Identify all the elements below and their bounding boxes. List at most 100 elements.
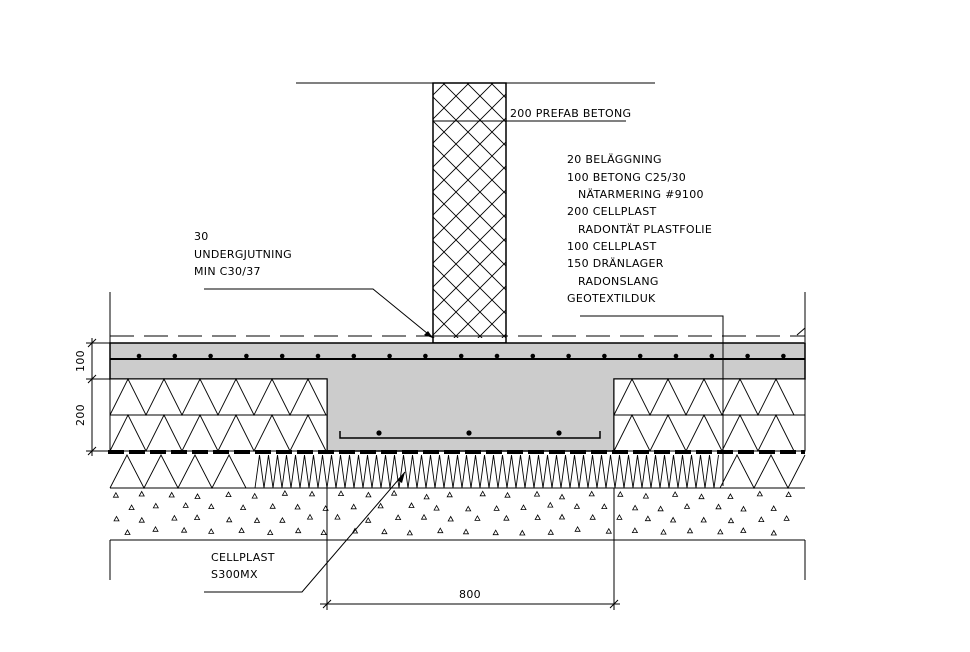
rebar-dot (494, 353, 500, 359)
gravel-mark (171, 514, 178, 521)
gravel-mark (493, 505, 500, 511)
gravel-mark (617, 490, 624, 497)
gravel-mark (381, 528, 388, 535)
rebar-dot (351, 353, 357, 359)
prefab-wall (432, 82, 507, 344)
gravel-mark (504, 491, 511, 498)
gravel-mark (113, 515, 120, 522)
gravel-mark (306, 513, 314, 520)
gravel-mark (783, 515, 790, 521)
gravel-mark (492, 529, 499, 536)
gravel-mark (700, 516, 707, 523)
layer-label: 20 BELÄGGNING (567, 153, 662, 166)
gravel-mark (770, 505, 777, 511)
dim-slab-label: 100 (74, 350, 87, 372)
gravel-mark (589, 513, 596, 520)
gravel-mark (269, 502, 276, 509)
gravel-mark (226, 516, 233, 523)
gravel-mark (671, 491, 679, 497)
gravel-mark (756, 490, 763, 497)
layer-label: 100 CELLPLAST (567, 240, 657, 253)
gravel-mark (365, 516, 372, 523)
gravel-mark (715, 503, 722, 510)
gravel-mark (365, 491, 372, 498)
gravel-mark (558, 513, 566, 520)
grout-label: MIN C30/37 (194, 265, 261, 278)
rebar-dot (208, 353, 213, 359)
grout-label: 30 (194, 230, 209, 243)
gravel-mark (152, 502, 159, 509)
gravel-mark (503, 514, 510, 521)
gravel-mark (267, 529, 274, 535)
gravel-mark (225, 491, 232, 497)
rebar-dot (172, 353, 178, 359)
gravel-mark (605, 527, 612, 534)
insulation-zigzag (613, 413, 795, 453)
gravel-mark (294, 503, 301, 510)
gravel-mark (394, 514, 402, 520)
gravel-mark (534, 514, 541, 520)
gravel-mark (547, 528, 554, 535)
gravel-mark (437, 527, 444, 534)
cellplast-label-group: CELLPLAST S300MX (204, 471, 406, 593)
rebar-dot (781, 353, 786, 359)
dim-insulation-label: 200 (74, 404, 87, 426)
layer-label: GEOTEXTILDUK (567, 292, 656, 305)
layer-label: 100 BETONG C25/30 (567, 171, 686, 184)
gravel-mark (558, 493, 566, 500)
slab-reinforcement (136, 353, 786, 359)
gravel-mark (208, 503, 215, 509)
gravel-mark (322, 505, 329, 511)
grout-label: UNDERGJUTNING (194, 248, 292, 261)
insulation-zigzag (109, 454, 247, 489)
gravel-mark (616, 514, 623, 520)
gravel-mark (533, 490, 541, 497)
gravel-mark (446, 491, 453, 498)
gravel-mark (520, 504, 527, 510)
rebar-dot (136, 353, 142, 359)
layer-label: 200 CELLPLAST (567, 205, 657, 218)
gravel-mark (601, 503, 608, 509)
rebar-dot (637, 353, 643, 359)
layer-label: NÄTARMERING #9100 (578, 188, 704, 201)
layer-labels: 20 BELÄGGNING 100 BETONG C25/30 NÄTARMER… (567, 153, 724, 486)
gravel-mark (465, 505, 472, 512)
rebar-dot (315, 353, 321, 359)
gravel-mark (320, 529, 327, 535)
rebar-dot (709, 353, 715, 359)
gravel-mark (239, 504, 247, 510)
gravel-mark (334, 513, 341, 520)
gravel-mark (669, 516, 677, 523)
rebar-dot (423, 353, 428, 359)
right-edge-arrow (796, 327, 806, 336)
gravel-mark (717, 528, 724, 535)
footing-reinforcement (339, 430, 601, 439)
dim-footing-label: 800 (459, 588, 481, 601)
insulation-zigzag (719, 454, 806, 489)
gravel-mark (420, 513, 428, 520)
gravel-mark (588, 490, 595, 497)
gravel-mark (128, 504, 135, 510)
gravel-mark (433, 504, 440, 511)
cellplast-label: CELLPLAST (211, 551, 275, 564)
gravel-mark (547, 501, 554, 508)
vertical-dimensions: 100 200 (74, 338, 110, 456)
gravel-mark (740, 527, 747, 533)
gravel-mark (377, 502, 384, 509)
gravel-mark (644, 515, 652, 522)
rebar-dot (279, 353, 285, 359)
cellplast-label: S300MX (211, 568, 258, 581)
gravel-mark (308, 490, 316, 497)
gravel-mark (573, 503, 581, 509)
gravel-mark (479, 490, 486, 497)
insulation-zigzag (613, 377, 795, 417)
gravel-mark (152, 525, 159, 532)
gravel-mark (683, 503, 691, 509)
gravel-mark (631, 527, 639, 533)
gravel-mark (281, 489, 289, 496)
grout-label-group: 30 UNDERGJUTNING MIN C30/37 (194, 230, 434, 339)
gravel-mark (631, 504, 639, 511)
gravel-mark (740, 505, 747, 512)
gravel-mark (351, 527, 359, 534)
gravel-mark (238, 527, 245, 533)
